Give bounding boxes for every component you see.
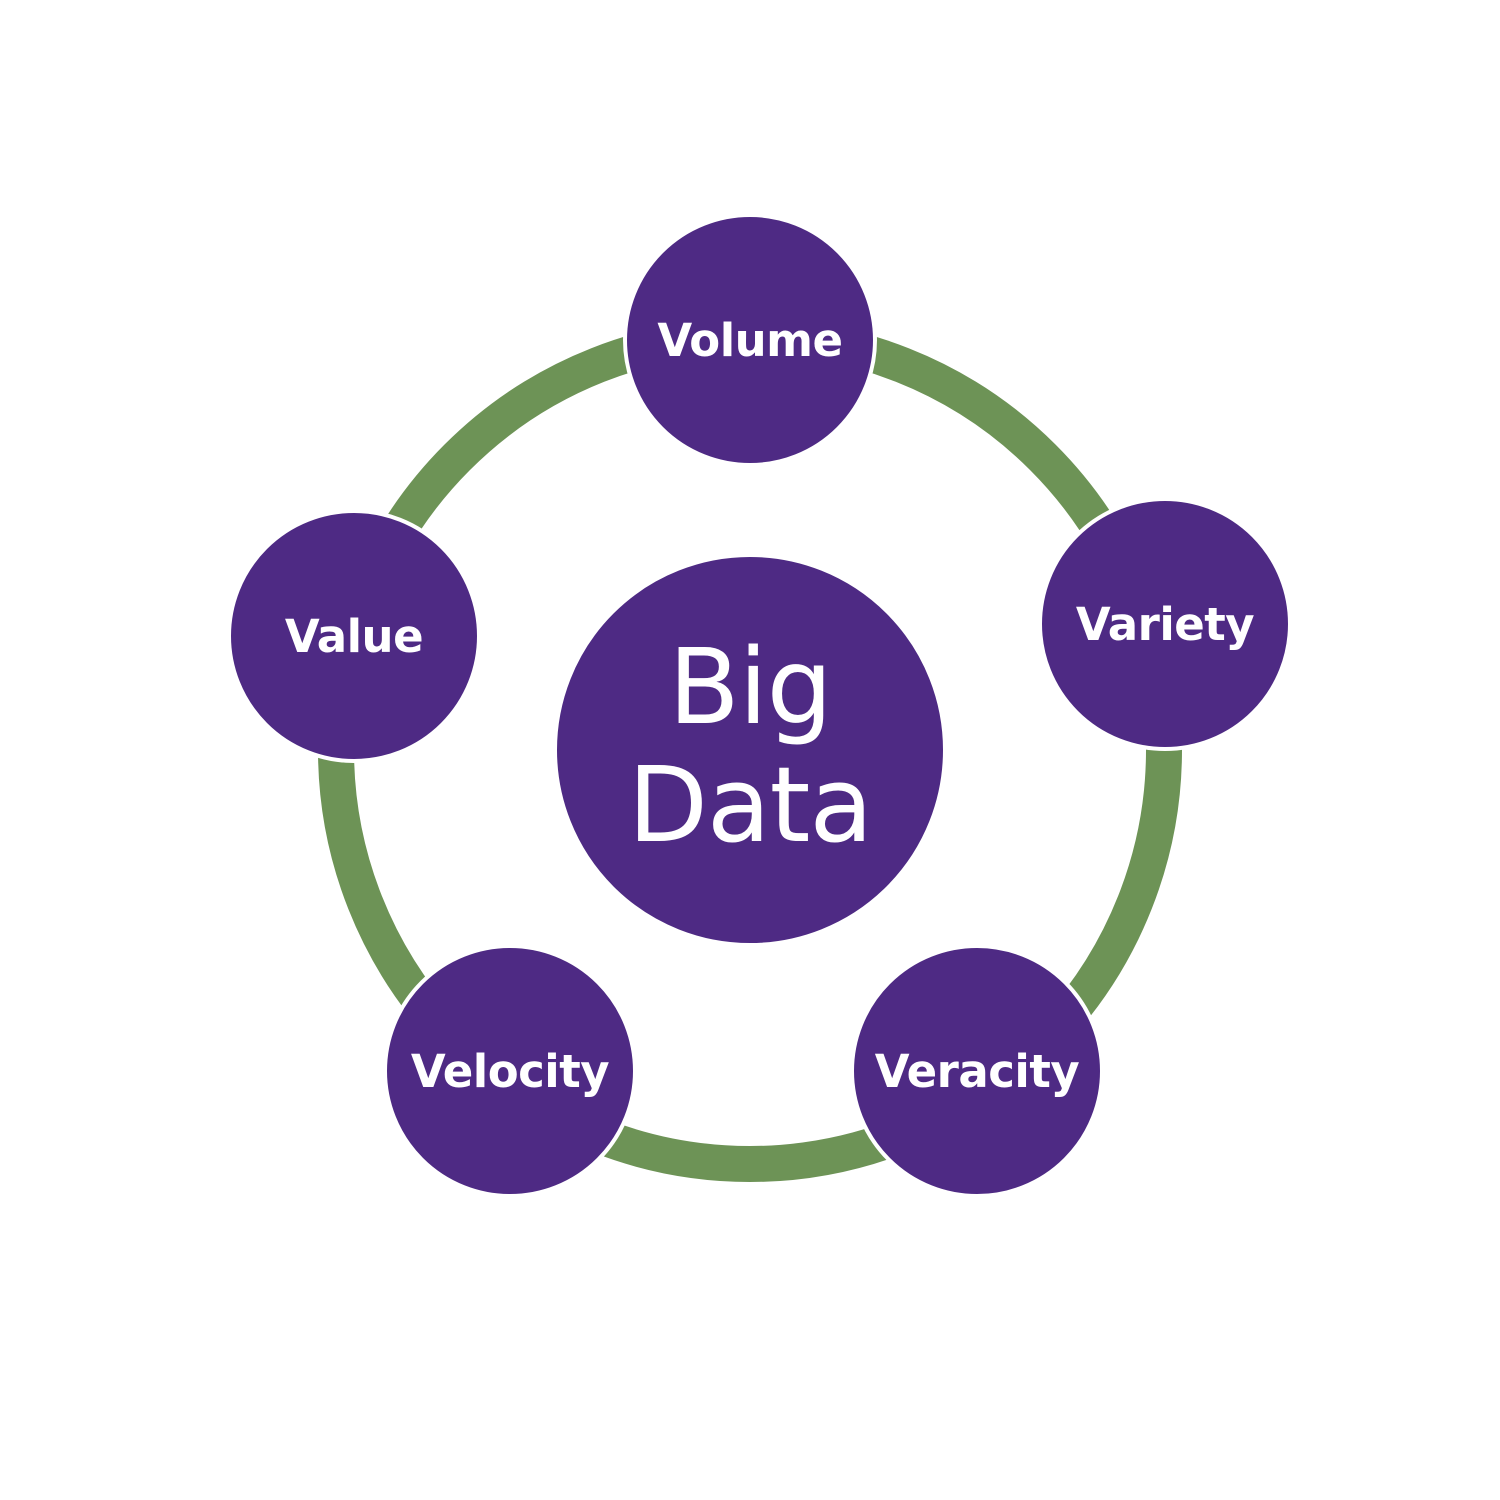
center-node-big-data: Big Data — [553, 553, 947, 947]
node-label-volume: Volume — [657, 313, 843, 367]
center-label: Big Data — [627, 626, 873, 866]
node-label-variety: Variety — [1075, 597, 1255, 651]
node-label-value: Value — [284, 609, 424, 663]
node-volume: Volume — [623, 213, 877, 467]
node-veracity: Veracity — [850, 944, 1104, 1198]
node-velocity: Velocity — [383, 944, 637, 1198]
node-label-veracity: Veracity — [874, 1044, 1080, 1098]
node-label-velocity: Velocity — [410, 1044, 610, 1098]
node-value: Value — [227, 509, 481, 763]
node-variety: Variety — [1038, 497, 1292, 751]
